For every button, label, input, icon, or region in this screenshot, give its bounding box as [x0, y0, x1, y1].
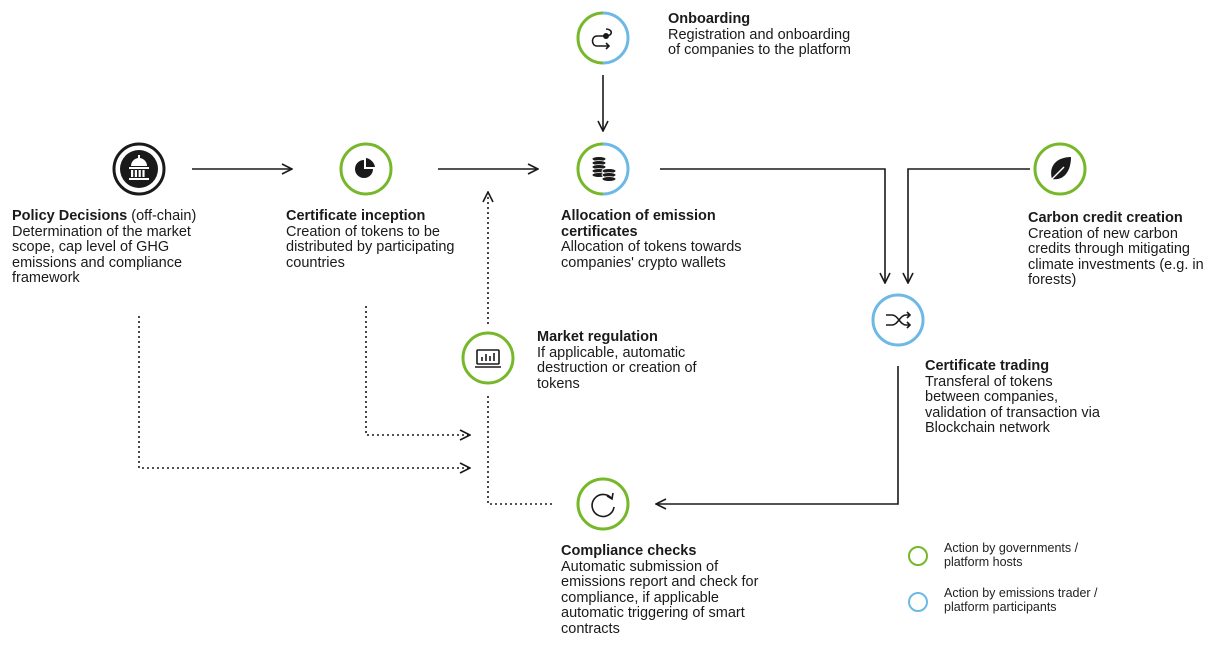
- ring-government: [461, 331, 515, 385]
- policy-title-suffix: (off-chain): [127, 208, 197, 224]
- label-allocation: Allocation of emission certificates Allo…: [561, 208, 786, 271]
- inception-title: Certificate inception: [286, 208, 426, 224]
- node-onboarding: [576, 11, 630, 65]
- arrow-allocation-to-trading: [660, 168, 885, 283]
- policy-title: Policy Decisions: [12, 208, 128, 224]
- shuffle-icon: [886, 311, 912, 329]
- node-regulation: [461, 331, 515, 385]
- trading-title: Certificate trading: [925, 358, 1050, 374]
- policy-title-line: Policy Decisions (off-chain): [12, 208, 237, 225]
- ring-participant-half: [602, 142, 630, 196]
- label-onboarding: Onboarding Registration and onboarding o…: [668, 11, 868, 59]
- compliance-description: Automatic submission of emissions report…: [561, 558, 759, 637]
- regulation-description: If applicable, automatic destruction or …: [537, 344, 697, 392]
- node-policy: [112, 142, 166, 196]
- carbon-title: Carbon credit creation: [1028, 210, 1183, 226]
- ring-government: [1033, 142, 1087, 196]
- pie-chart-icon: [355, 158, 375, 178]
- label-policy: Policy Decisions (off-chain) Determinati…: [12, 208, 237, 287]
- label-regulation: Market regulation If applicable, automat…: [537, 329, 722, 392]
- onboarding-path-icon: [591, 28, 613, 50]
- label-inception: Certificate inception Creation of tokens…: [286, 208, 466, 271]
- dotted-compliance-to-regulation: [487, 394, 552, 505]
- label-carbon: Carbon credit creation Creation of new c…: [1028, 210, 1220, 289]
- ring-government: [576, 477, 630, 531]
- refresh-icon: [591, 492, 615, 518]
- arrow-carbon-to-trading: [908, 168, 1030, 283]
- leaf-icon: [1049, 157, 1071, 182]
- onboarding-description: Registration and onboarding of companies…: [668, 26, 851, 58]
- ring-government-half: [576, 142, 604, 196]
- compliance-title: Compliance checks: [561, 543, 697, 559]
- carbon-description: Creation of new carbon credits through m…: [1028, 225, 1204, 288]
- node-allocation: [576, 142, 630, 196]
- dotted-inception-to-compliance: [365, 306, 470, 435]
- government-building-icon: [129, 155, 149, 180]
- bar-chart-monitor-icon: [475, 349, 501, 368]
- inception-description: Creation of tokens to be distributed by …: [286, 223, 455, 271]
- legend-government-marker: [908, 546, 928, 566]
- dotted-policy-to-compliance: [138, 316, 470, 468]
- dotted-connectors: [138, 192, 552, 505]
- node-trading: [871, 293, 925, 347]
- ring-government: [339, 142, 393, 196]
- label-trading: Certificate trading Transferal of tokens…: [925, 358, 1105, 437]
- trading-description: Transferal of tokens between companies, …: [925, 373, 1100, 436]
- arrow-trading-to-compliance: [656, 366, 899, 504]
- onboarding-title: Onboarding: [668, 11, 751, 27]
- ring-participant: [871, 293, 925, 347]
- legend-participant-label: Action by emissions trader / platform pa…: [944, 586, 1098, 614]
- label-compliance: Compliance checks Automatic submission o…: [561, 543, 781, 637]
- legend-participant-marker: [908, 592, 928, 612]
- coin-stack-icon: [591, 156, 617, 182]
- ring-government-half: [576, 11, 604, 65]
- solid-connectors: [192, 75, 1030, 504]
- ring-participant-half: [602, 11, 630, 65]
- allocation-title: Allocation of emission certificates: [561, 208, 716, 240]
- node-compliance: [576, 477, 630, 531]
- policy-description: Determination of the market scope, cap l…: [12, 223, 191, 286]
- node-inception: [339, 142, 393, 196]
- regulation-title: Market regulation: [537, 329, 658, 345]
- legend-government-label: Action by governments / platform hosts: [944, 541, 1079, 569]
- node-carbon: [1033, 142, 1087, 196]
- allocation-description: Allocation of tokens towards companies' …: [561, 239, 742, 271]
